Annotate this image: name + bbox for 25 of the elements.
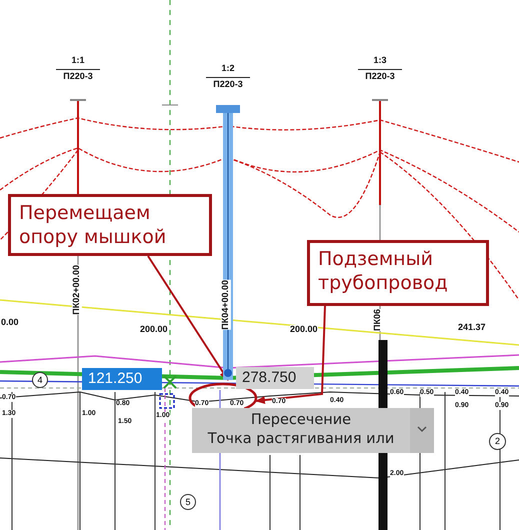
tower-number: 1:3 <box>372 55 388 65</box>
tower-type: П220-3 <box>62 71 94 81</box>
distance-value: 200.00 <box>290 325 318 335</box>
distance-value: 200.00 <box>140 325 168 335</box>
tower-type: П220-3 <box>212 79 244 89</box>
callout-box: Перемещаем опору мышкой <box>8 194 212 256</box>
callout-number: 2 <box>489 433 506 450</box>
station-label: ПК02+00.00 <box>72 265 82 315</box>
callout-number: 4 <box>32 372 48 388</box>
tower-type: П220-3 <box>364 71 396 81</box>
callout-box: Подземный трубопровод <box>307 240 489 306</box>
distance-value: 241.37 <box>458 323 486 333</box>
station-label: ПК06 <box>373 309 383 331</box>
tooltip-heading: Пересечение <box>250 411 352 430</box>
value-field: 121.250 <box>82 368 162 390</box>
callout-number: 5 <box>180 494 196 510</box>
value-field: 278.750 <box>236 367 314 389</box>
tooltip-text: Точка растягивания или <box>206 430 396 449</box>
tower-number: 1:1 <box>70 55 86 65</box>
station-label: ПК04+00.00 <box>221 280 231 330</box>
tooltip-panel <box>192 408 434 453</box>
arrow <box>147 255 229 381</box>
tower-number: 1:2 <box>220 63 236 73</box>
distance-value: 0.00 <box>1 318 19 328</box>
arrow <box>255 306 326 404</box>
